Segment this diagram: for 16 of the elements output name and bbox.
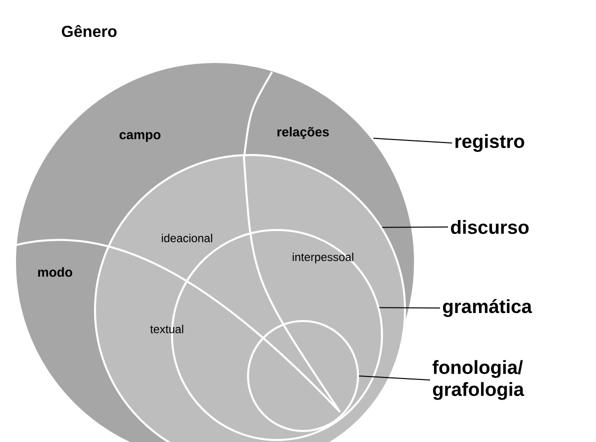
region-label: ideacional	[162, 234, 212, 242]
title: Gênero	[62, 24, 117, 38]
leader-line	[372, 138, 452, 144]
layer-label: registro	[455, 134, 524, 152]
leader-line	[382, 226, 448, 228]
region-label: modo	[38, 267, 72, 277]
region-label: campo	[120, 132, 160, 142]
leader-line	[358, 376, 430, 380]
region-label: interpessoal	[292, 252, 354, 264]
layer-label: fonologia/ grafologia	[432, 360, 524, 400]
region-label: relações	[277, 126, 329, 140]
layer-label: gramática	[443, 299, 532, 317]
leader-line	[378, 307, 440, 308]
layer-label: discurso	[451, 220, 529, 234]
region-label: textual	[150, 324, 184, 334]
circle-region	[247, 320, 359, 432]
